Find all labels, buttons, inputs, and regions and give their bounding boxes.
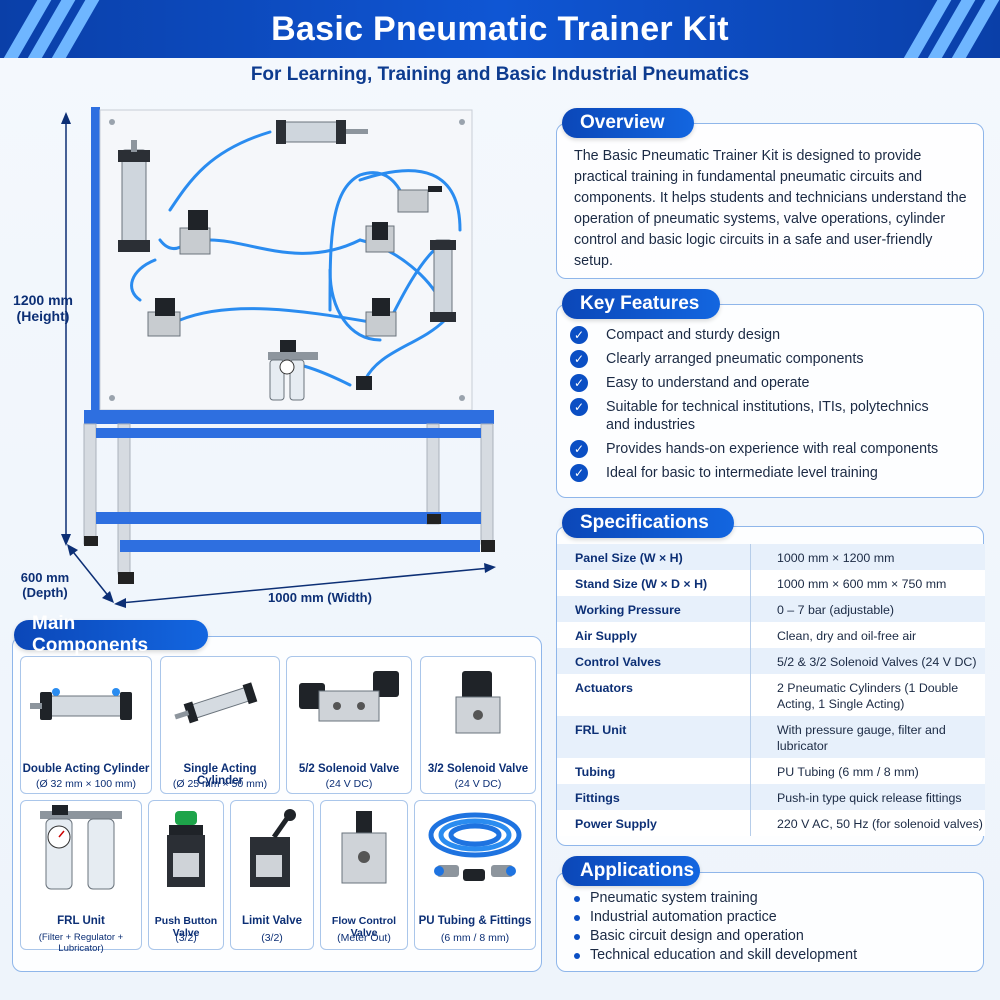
spec-row: Panel Size (W × H)1000 mm × 1200 mm xyxy=(557,544,985,570)
applications-heading: Applications xyxy=(562,856,700,886)
applications-list: Pneumatic system training Industrial aut… xyxy=(574,891,857,967)
application-item: Basic circuit design and operation xyxy=(574,929,857,944)
bullet-icon xyxy=(574,952,580,959)
feature-item: ✓Easy to understand and operate xyxy=(570,374,980,392)
double-cylinder-icon xyxy=(21,657,151,749)
component-card-single-acting-cylinder: Single Acting Cylinder (Ø 25 mm × 50 mm) xyxy=(160,656,280,794)
solenoid-valve-icon xyxy=(287,657,411,749)
page-title: Basic Pneumatic Trainer Kit xyxy=(271,9,729,48)
check-icon: ✓ xyxy=(570,398,588,416)
applications-panel xyxy=(556,872,984,972)
check-icon: ✓ xyxy=(570,440,588,458)
specifications-table: Panel Size (W × H)1000 mm × 1200 mm Stan… xyxy=(557,544,985,836)
component-card-limit-valve: Limit Valve (3/2) xyxy=(230,800,314,950)
trainer-kit-illustration xyxy=(61,107,496,608)
check-icon: ✓ xyxy=(570,374,588,392)
check-icon: ✓ xyxy=(570,326,588,344)
solenoid-valve-icon xyxy=(421,657,535,749)
component-card-3-2-solenoid-valve: 3/2 Solenoid Valve (24 V DC) xyxy=(420,656,536,794)
width-dimension-label: 1000 mm (Width) xyxy=(268,590,372,605)
bullet-icon xyxy=(574,933,580,940)
overview-panel xyxy=(556,123,984,279)
single-cylinder-icon xyxy=(161,657,279,749)
key-features-list: ✓Compact and sturdy design ✓Clearly arra… xyxy=(570,326,980,488)
depth-dimension-label: 600 mm (Depth) xyxy=(20,570,70,600)
check-icon: ✓ xyxy=(570,350,588,368)
application-item: Pneumatic system training xyxy=(574,891,857,906)
bullet-icon xyxy=(574,895,580,902)
bullet-icon xyxy=(574,914,580,921)
component-card-push-button-valve: Push Button Valve (3/2) xyxy=(148,800,224,950)
application-item: Industrial automation practice xyxy=(574,910,857,925)
push-button-valve-icon xyxy=(149,801,223,902)
feature-item: ✓Compact and sturdy design xyxy=(570,326,980,344)
tubing-icon xyxy=(415,801,535,902)
specifications-heading: Specifications xyxy=(562,508,734,538)
component-card-5-2-solenoid-valve: 5/2 Solenoid Valve (24 V DC) xyxy=(286,656,412,794)
key-features-heading: Key Features xyxy=(562,289,720,319)
header-banner: Basic Pneumatic Trainer Kit xyxy=(0,0,1000,58)
feature-item: ✓Clearly arranged pneumatic components xyxy=(570,350,980,368)
flow-control-valve-icon xyxy=(321,801,407,902)
component-card-flow-control-valve: Flow Control Valve (Meter Out) xyxy=(320,800,408,950)
page-subtitle: For Learning, Training and Basic Industr… xyxy=(250,64,750,85)
check-icon: ✓ xyxy=(570,464,588,482)
height-dimension-label: 1200 mm (Height) xyxy=(13,292,73,324)
frl-unit-icon xyxy=(21,801,141,902)
overview-text: The Basic Pneumatic Trainer Kit is desig… xyxy=(574,148,967,269)
overview-heading: Overview xyxy=(562,108,694,138)
spec-row: Stand Size (W × D × H)1000 mm × 600 mm ×… xyxy=(557,570,985,596)
feature-item: ✓Ideal for basic to intermediate level t… xyxy=(570,464,980,482)
limit-valve-icon xyxy=(231,801,313,902)
component-card-frl-unit: FRL Unit (Filter + Regulator + Lubricato… xyxy=(20,800,142,954)
application-item: Technical education and skill developmen… xyxy=(574,948,857,963)
feature-item: ✓Provides hands-on experience with real … xyxy=(570,440,980,458)
main-components-heading: Main Components xyxy=(14,613,208,656)
component-card-double-acting-cylinder: Double Acting Cylinder (Ø 32 mm × 100 mm… xyxy=(20,656,152,794)
component-card-pu-tubing-fittings: PU Tubing & Fittings (6 mm / 8 mm) xyxy=(414,800,536,950)
key-features-panel xyxy=(556,304,984,498)
feature-item: ✓Suitable for technical institutions, IT… xyxy=(570,398,980,434)
